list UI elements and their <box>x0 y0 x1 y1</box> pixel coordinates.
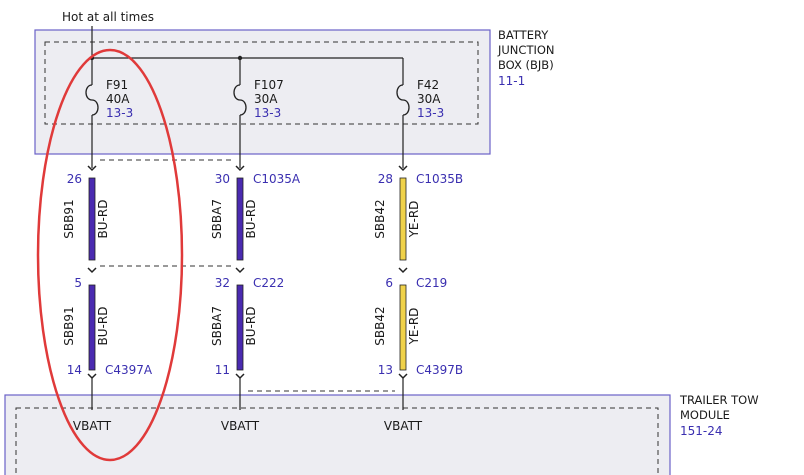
wire-color-code: BU-RD <box>244 200 258 239</box>
pin-number: 28 <box>378 172 393 186</box>
pin-number: 5 <box>74 276 82 290</box>
fuse-name: F91 <box>106 78 128 92</box>
connector-chevron <box>235 165 245 172</box>
pin-number: 30 <box>215 172 230 186</box>
fuse-rating: 30A <box>254 92 278 106</box>
fuse-name: F42 <box>417 78 439 92</box>
connector-id: C219 <box>416 276 447 290</box>
wire-color-code: BU-RD <box>244 307 258 346</box>
bjb-title-line-2: JUNCTION <box>497 43 555 57</box>
ttm-ref: 151-24 <box>680 424 723 438</box>
bjb-title-line-1: BATTERY <box>498 28 549 42</box>
connector-chevron <box>235 373 245 380</box>
fuse-symbol <box>85 84 99 116</box>
pin-number: 11 <box>215 363 230 377</box>
wire-color-code: BU-RD <box>96 200 110 239</box>
hot-label: Hot at all times <box>62 10 154 24</box>
bjb-ref: 11-1 <box>498 74 525 88</box>
wire-segment-lower <box>399 284 407 371</box>
bjb-title-line-3: BOX (BJB) <box>498 58 554 72</box>
fuse-symbol <box>233 84 247 116</box>
fuse-ref: 13-3 <box>254 106 281 120</box>
wire-color-code: BU-RD <box>96 307 110 346</box>
trailer-tow-module <box>4 394 671 475</box>
wire-id: SBB91 <box>62 199 76 238</box>
pin-number: 13 <box>378 363 393 377</box>
fuse-rating: 40A <box>106 92 130 106</box>
ttm-title-line-1: TRAILER TOW <box>679 393 759 407</box>
fuse-name: F107 <box>254 78 284 92</box>
connector-chevron <box>87 373 97 380</box>
ttm-label: TRAILER TOW MODULE 151-24 <box>679 393 759 438</box>
ttm-outline <box>4 394 671 475</box>
wire-color-code: YE-RD <box>407 201 421 239</box>
connector-id: C1035B <box>416 172 463 186</box>
pin-number: 6 <box>385 276 393 290</box>
wire-id: SBB42 <box>373 199 387 238</box>
wire-segment-lower <box>88 284 96 371</box>
connector-id: C222 <box>253 276 284 290</box>
highlight-ellipse <box>36 48 184 462</box>
connector-chevron <box>235 267 245 274</box>
wire-id: SBBA7 <box>210 306 224 346</box>
fuse-ref: 13-3 <box>417 106 444 120</box>
connector-chevron <box>398 165 408 172</box>
wire-id: SBB91 <box>62 306 76 345</box>
connector-id: C4397B <box>416 363 463 377</box>
fuse-rating: 30A <box>417 92 441 106</box>
connector-chevron <box>87 267 97 274</box>
wire-id: SBB42 <box>373 306 387 345</box>
connector-chevron <box>87 165 97 172</box>
wire-color-code: YE-RD <box>407 308 421 346</box>
terminal-label: VBATT <box>221 419 260 433</box>
fuse-symbol <box>396 84 410 116</box>
terminal-label: VBATT <box>73 419 112 433</box>
terminal-label: VBATT <box>384 419 423 433</box>
wire-id: SBBA7 <box>210 199 224 239</box>
pin-number: 14 <box>67 363 82 377</box>
bjb-label: BATTERY JUNCTION BOX (BJB) 11-1 <box>497 28 555 88</box>
connector-id: C1035A <box>253 172 301 186</box>
pin-number: 26 <box>67 172 82 186</box>
wire-segment-upper <box>399 177 407 261</box>
ttm-inner-dashed <box>15 407 659 475</box>
bjb-inner-dashed <box>44 41 479 125</box>
wire-segment-upper <box>88 177 96 261</box>
connector-chevron <box>398 267 408 274</box>
wire-segment-upper <box>236 177 244 261</box>
pin-number: 32 <box>215 276 230 290</box>
fuse-ref: 13-3 <box>106 106 133 120</box>
connector-chevron <box>398 373 408 380</box>
wire-segment-lower <box>236 284 244 371</box>
ttm-title-line-2: MODULE <box>680 408 730 422</box>
connector-id: C4397A <box>105 363 153 377</box>
